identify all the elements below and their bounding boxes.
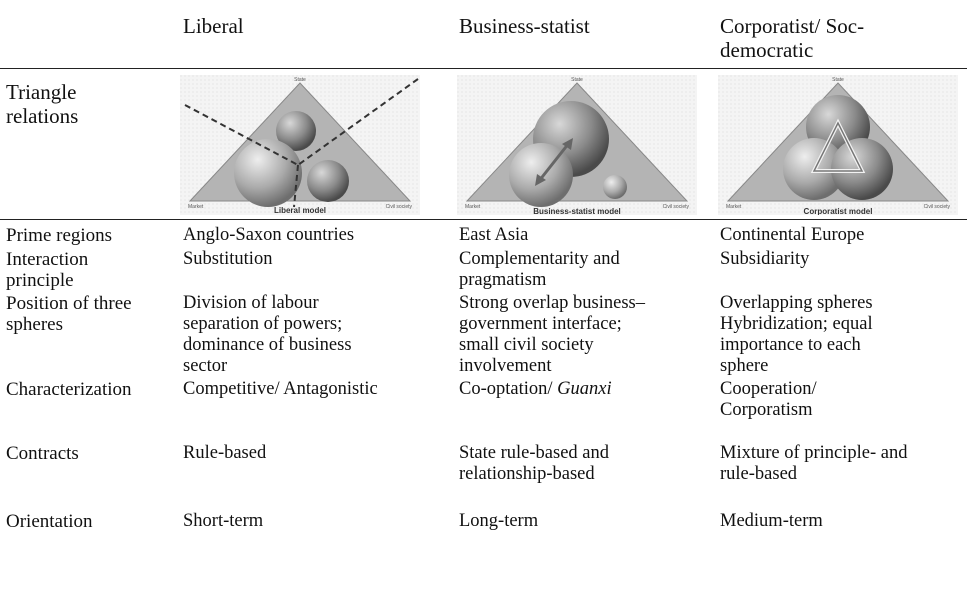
cell-liberal-line: Substitution <box>183 249 273 269</box>
cell-text: Co-optation/ <box>459 379 558 399</box>
row-label-line: Orientation <box>6 511 93 532</box>
row-label-line: Characterization <box>6 379 132 400</box>
row-label-line: spheres <box>6 314 63 335</box>
cell-liberal-line: Division of labour <box>183 293 319 313</box>
row-label: Contracts <box>6 443 79 464</box>
corporatist-model-diagram: State Market Civil society Corporatist m… <box>718 75 958 215</box>
dashed-boundary-line <box>184 104 299 166</box>
market-sphere <box>509 143 573 207</box>
cell-corporatist: Cooperation/Corporatism <box>720 379 817 421</box>
column-header-business-statist: Business-statist <box>459 14 590 38</box>
row-label-line: Prime regions <box>6 225 113 246</box>
business-statist-model-diagram: State Market Civil society Business-stat… <box>457 75 697 215</box>
cell-corporatist-line: Hybridization; equal <box>720 314 873 334</box>
cell-business-statist-line: government interface; <box>459 314 622 334</box>
cell-corporatist-line: Overlapping spheres <box>720 293 873 313</box>
corner-label-state: State <box>571 77 583 83</box>
cell-business-statist-line: relationship-based <box>459 464 595 484</box>
double-arrow-icon <box>537 142 571 182</box>
cell-business-statist: Strong overlap business–government inter… <box>459 293 645 377</box>
cell-corporatist-line: sphere <box>720 356 769 376</box>
cell-liberal: Rule-based <box>183 443 266 464</box>
row-label-line: principle <box>6 270 74 291</box>
cell-liberal: Anglo-Saxon countries <box>183 225 354 246</box>
cell-business-statist-line: East Asia <box>459 225 529 245</box>
cell-liberal-line: Rule-based <box>183 443 267 463</box>
figure-caption: Corporatist model <box>804 207 873 215</box>
cell-business-statist-line: pragmatism <box>459 270 547 290</box>
row-label: Prime regions <box>6 225 112 246</box>
row-label-line: Contracts <box>6 443 79 464</box>
header-divider <box>0 68 967 69</box>
cell-business-statist: East Asia <box>459 225 528 246</box>
corner-label-market: Market <box>726 204 742 210</box>
cell-liberal-line: Short-term <box>183 511 264 531</box>
figure-caption: Business-statist model <box>533 207 621 215</box>
cell-corporatist: Medium-term <box>720 511 823 532</box>
cell-corporatist-line: Corporatism <box>720 400 813 420</box>
row-label-line: Triangle <box>6 80 77 104</box>
cell-business-statist-line: Strong overlap business– <box>459 293 646 313</box>
row-label-triangle-relations: Triangle relations <box>6 80 78 128</box>
row-label-line: Position of three <box>6 293 132 314</box>
cell-business-statist-line: small civil society <box>459 335 594 355</box>
corner-label-state: State <box>294 77 306 83</box>
figure-caption: Liberal model <box>274 206 326 215</box>
cell-corporatist-line: Mixture of principle- and <box>720 443 908 463</box>
cell-corporatist-line: importance to each <box>720 335 861 355</box>
triangle-row-divider <box>0 219 967 220</box>
corner-label-civil-society: Civil society <box>924 204 951 210</box>
cell-liberal: Short-term <box>183 511 263 532</box>
cell-corporatist-line: Cooperation/ <box>720 379 817 399</box>
column-header-corporatist-line1: Corporatist/ Soc- <box>720 14 865 38</box>
cell-liberal-line: Anglo-Saxon countries <box>183 225 355 245</box>
liberal-model-diagram: State Market Civil society Liberal model <box>180 75 420 215</box>
cell-business-statist: Long-term <box>459 511 538 532</box>
cell-liberal-line: sector <box>183 356 228 376</box>
row-label-line: relations <box>6 104 79 128</box>
corner-label-civil-society: Civil society <box>386 204 413 210</box>
corner-label-civil-society: Civil society <box>663 204 690 210</box>
cell-corporatist-line: Continental Europe <box>720 225 865 245</box>
state-sphere <box>276 111 316 151</box>
corner-label-market: Market <box>465 204 481 210</box>
row-label: Characterization <box>6 379 132 400</box>
cell-liberal: Substitution <box>183 249 272 270</box>
cell-business-statist-line: Long-term <box>459 511 539 531</box>
cell-business-statist-line: Complementarity and <box>459 249 620 269</box>
civil-society-sphere <box>603 175 627 199</box>
column-header-corporatist-line2: democratic <box>720 38 814 62</box>
cell-liberal: Competitive/ Antagonistic <box>183 379 378 400</box>
cell-business-statist-line: State rule-based and <box>459 443 609 463</box>
cell-corporatist: Subsidiarity <box>720 249 809 270</box>
row-label: Orientation <box>6 511 93 532</box>
row-label-line: Interaction <box>6 249 89 270</box>
cell-liberal-line: separation of powers; <box>183 314 343 334</box>
cell-liberal-line: dominance of business <box>183 335 352 355</box>
dashed-boundary-line <box>297 78 419 166</box>
column-header-liberal: Liberal <box>183 14 244 38</box>
cell-corporatist-line: Medium-term <box>720 511 823 531</box>
civil-society-sphere <box>307 160 349 202</box>
cell-business-statist: Co-optation/ Guanxi <box>459 379 612 400</box>
market-sphere <box>234 139 302 207</box>
cell-liberal-line: Competitive/ Antagonistic <box>183 379 378 399</box>
cell-corporatist-line: rule-based <box>720 464 798 484</box>
dashed-boundary-line <box>293 164 299 208</box>
corner-label-state: State <box>832 77 844 83</box>
column-header-corporatist: Corporatist/ Soc- democratic <box>720 14 864 62</box>
cell-corporatist-line: Subsidiarity <box>720 249 810 269</box>
corner-label-market: Market <box>188 204 204 210</box>
cell-business-statist-line: involvement <box>459 356 552 376</box>
cell-text-italic: Guanxi <box>557 379 612 399</box>
cell-corporatist: Continental Europe <box>720 225 864 246</box>
